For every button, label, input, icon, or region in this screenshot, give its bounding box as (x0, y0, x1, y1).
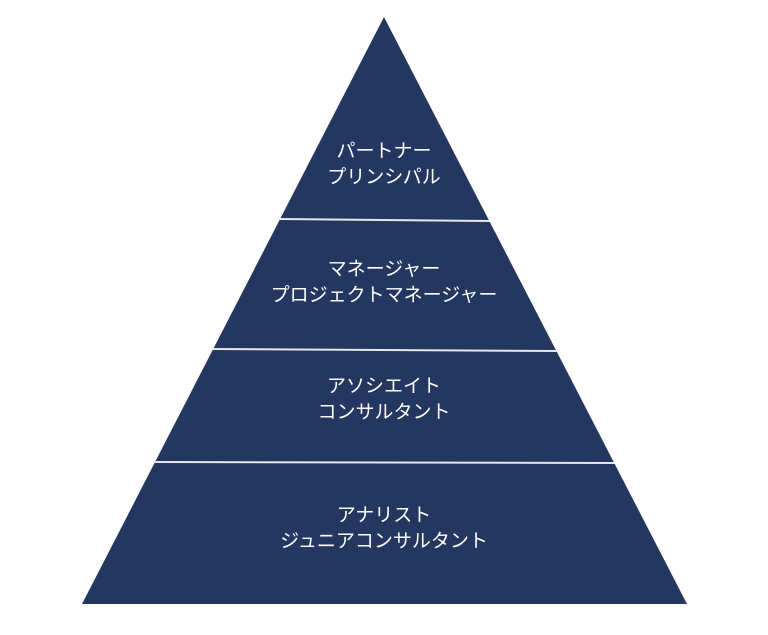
tier-2: マネージャー プロジェクトマネージャー (271, 258, 498, 306)
tier-2-line-2: プロジェクトマネージャー (271, 284, 498, 306)
tier-1-line-2: プリンシパル (327, 166, 440, 188)
tier-divider (153, 461, 616, 464)
pyramid-shape (82, 17, 687, 604)
tier-4-line-2: ジュニアコンサルタント (280, 530, 488, 552)
tier-2-line-1: マネージャー (328, 258, 441, 280)
tier-divider (278, 218, 491, 222)
tier-3-line-2: コンサルタント (317, 401, 450, 423)
tier-3-line-1: アソシエイト (327, 375, 441, 397)
tier-4-line-1: アナリスト (337, 504, 432, 526)
tier-1: パートナー プリンシパル (327, 140, 440, 188)
tier-3: アソシエイト コンサルタント (317, 375, 450, 423)
tier-4: アナリスト ジュニアコンサルタント (280, 504, 488, 552)
tier-1-line-1: パートナー (336, 140, 431, 162)
tier-divider (211, 348, 558, 352)
